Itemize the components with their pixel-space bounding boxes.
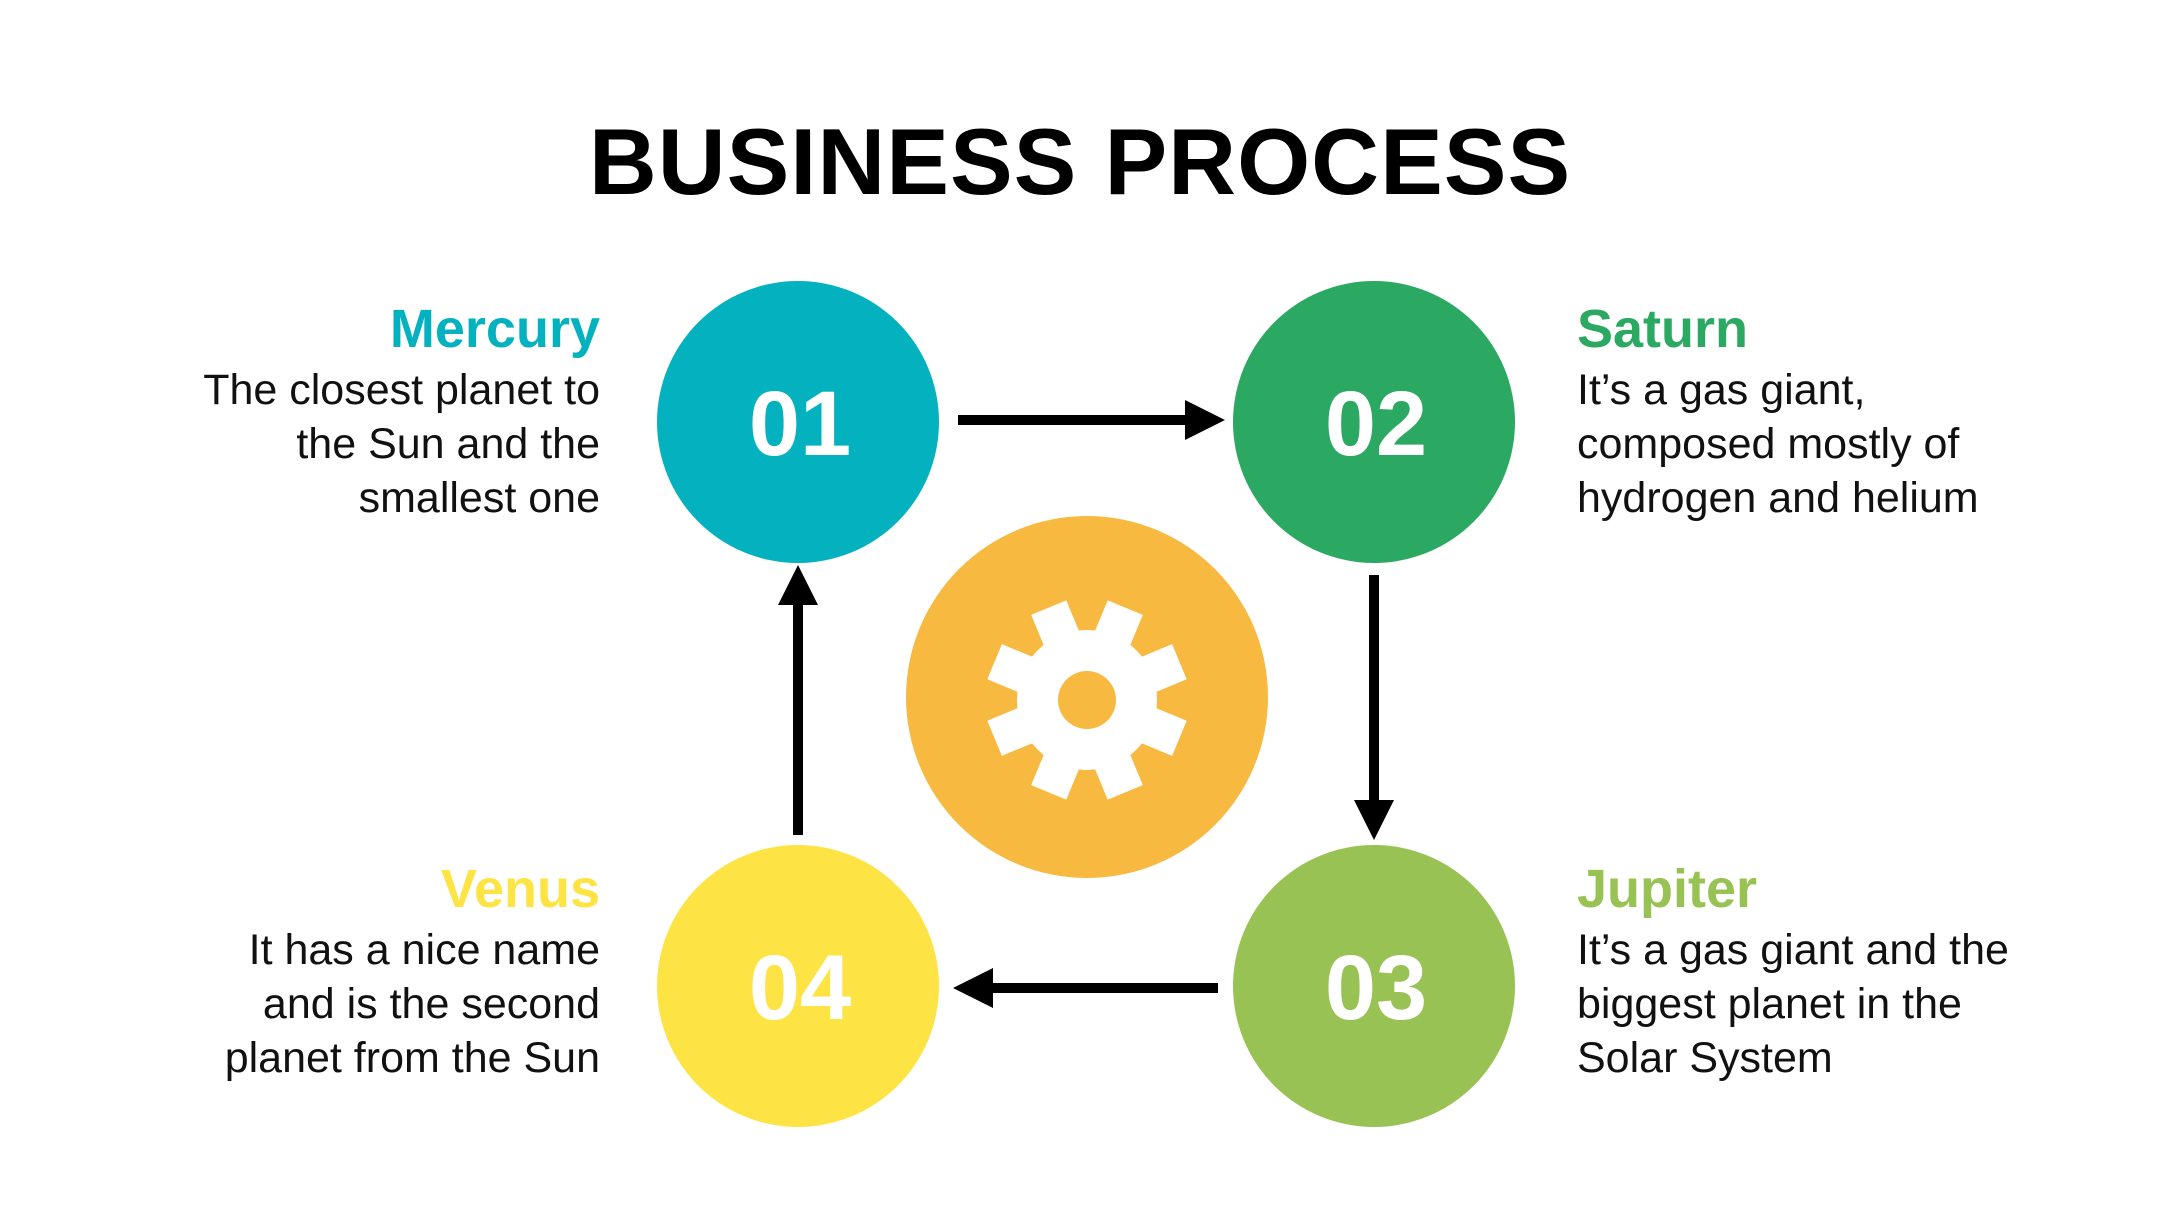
- step-circle-04: [657, 845, 939, 1127]
- step-desc-saturn: It’s a gas giant, composed mostly of hyd…: [1577, 366, 1979, 523]
- step-desc-jupiter: It’s a gas giant and the biggest planet …: [1577, 926, 2009, 1083]
- step-number-01: 01: [749, 373, 851, 475]
- step-text-saturn: Saturn It’s a gas giant, composed mostly…: [1577, 299, 2097, 525]
- step-circle-03: [1233, 845, 1515, 1127]
- step-circle-02: [1233, 281, 1515, 563]
- step-desc-mercury: The closest planet to the Sun and the sm…: [203, 366, 600, 523]
- step-heading-saturn: Saturn: [1577, 299, 1749, 359]
- page-title: BUSINESS PROCESS: [588, 109, 1572, 214]
- step-text-mercury: Mercury The closest planet to the Sun an…: [80, 299, 600, 525]
- step-number-02: 02: [1325, 373, 1427, 475]
- step-text-jupiter: Jupiter It’s a gas giant and the biggest…: [1577, 859, 2097, 1085]
- step-circle-01: [657, 281, 939, 563]
- step-number-04: 04: [749, 937, 851, 1039]
- step-desc-venus: It has a nice name and is the second pla…: [224, 926, 600, 1083]
- step-heading-jupiter: Jupiter: [1577, 859, 1758, 919]
- step-heading-venus: Venus: [440, 859, 600, 919]
- step-heading-mercury: Mercury: [389, 299, 600, 359]
- step-text-venus: Venus It has a nice name and is the seco…: [80, 859, 600, 1085]
- step-number-03: 03: [1325, 937, 1427, 1039]
- gear-icon: [987, 600, 1187, 800]
